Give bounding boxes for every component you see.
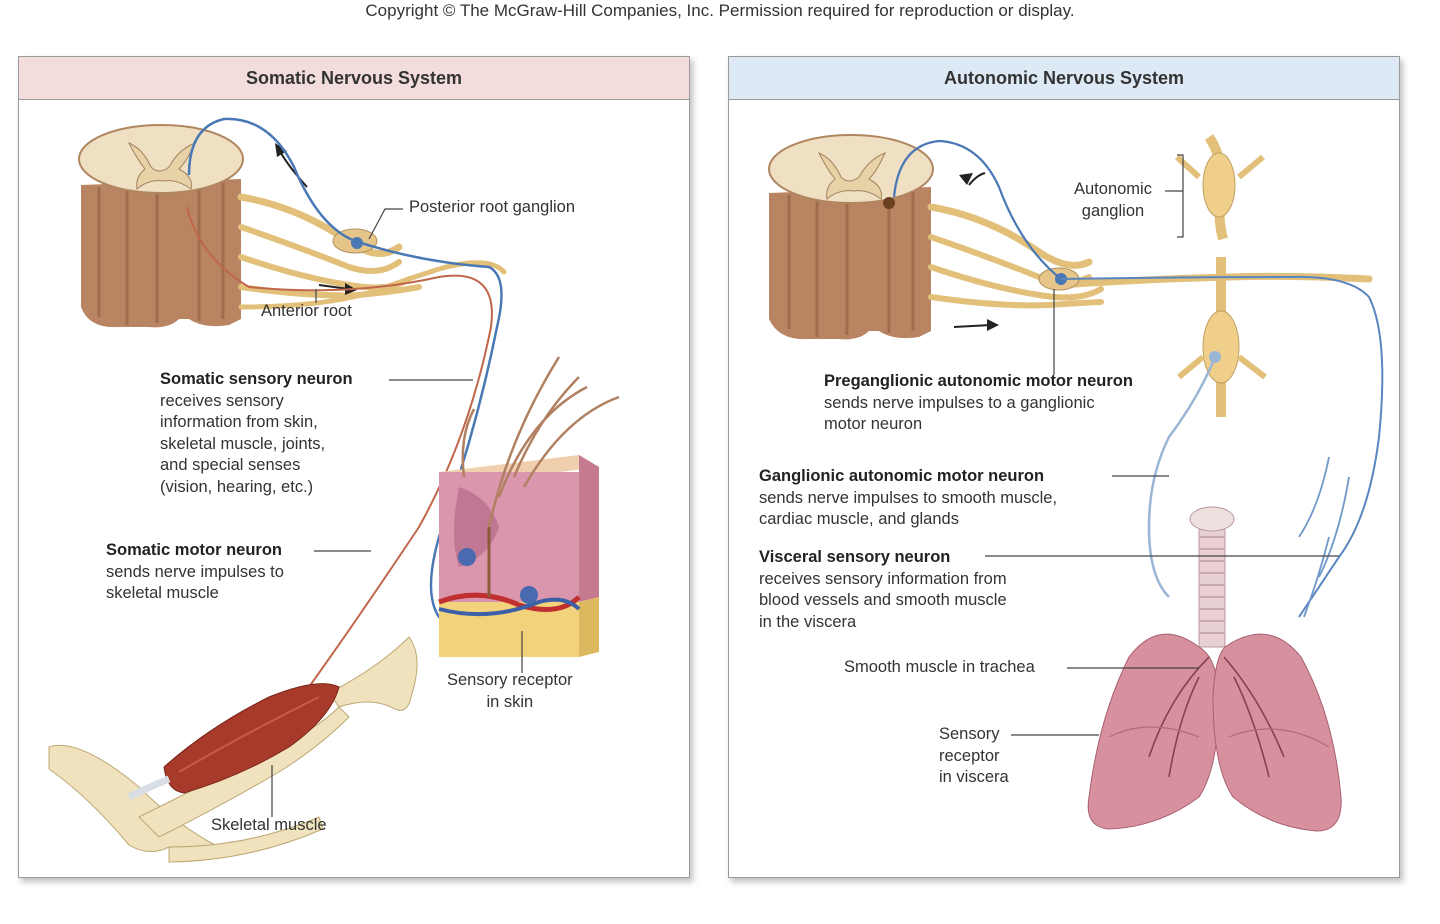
preganglionic-title: Preganglionic autonomic motor neuron — [824, 372, 1133, 390]
label-somatic-motor-neuron: Somatic motor neuron sends nerve impulse… — [106, 540, 284, 605]
somatic-motor-neuron-title: Somatic motor neuron — [106, 541, 283, 559]
label-preganglionic-neuron: Preganglionic autonomic motor neuron sen… — [824, 371, 1133, 436]
somatic-illustration — [48, 117, 620, 863]
somatic-sensory-desc-3: skeletal muscle, joints, — [160, 434, 326, 453]
hairs — [461, 356, 620, 528]
somatic-sensory-desc-4: and special senses — [160, 456, 301, 474]
label-sensory-receptor-viscera: Sensory receptor in viscera — [939, 724, 1009, 789]
leader-lines — [271, 208, 523, 817]
lungs — [1087, 633, 1342, 832]
label-ganglionic-neuron: Ganglionic autonomic motor neuron sends … — [759, 466, 1057, 531]
spinal-cord-segment — [78, 124, 244, 328]
ganglionic-desc-1: sends nerve impulses to smooth muscle, — [759, 488, 1058, 507]
somatic-sensory-fiber — [187, 117, 520, 632]
spinal-cord-segment — [768, 134, 934, 340]
somatic-motor-desc-1: sends nerve impulses to — [106, 562, 284, 581]
somatic-motor-desc-2: skeletal muscle — [106, 584, 219, 602]
visceral-title: Visceral sensory neuron — [759, 548, 951, 566]
autonomic-panel-title: Autonomic Nervous System — [729, 57, 1399, 100]
sensory-receptor-skin-line-1: Sensory receptor — [447, 671, 573, 689]
ganglionic-desc-2: cardiac muscle, and glands — [759, 510, 959, 528]
somatic-motor-fiber — [186, 206, 493, 748]
sensory-receptor-skin-line-2: in skin — [486, 692, 534, 711]
somatic-sensory-desc-5: (vision, hearing, etc.) — [160, 477, 314, 496]
leader-lines — [985, 154, 1339, 736]
skeletal-muscle — [163, 683, 340, 794]
label-sensory-receptor-skin: Sensory receptor in skin — [447, 670, 573, 713]
somatic-panel-title: Somatic Nervous System — [19, 57, 689, 100]
skin-block — [438, 455, 599, 657]
label-somatic-sensory-neuron: Somatic sensory neuron receives sensory … — [160, 369, 353, 498]
sensory-receptor-viscera-line-3: in viscera — [939, 768, 1009, 786]
visceral-desc-2: blood vessels and smooth muscle — [759, 591, 1007, 609]
trachea — [1189, 506, 1235, 648]
copyright-notice: Copyright © The McGraw-Hill Companies, I… — [365, 1, 1075, 20]
visceral-desc-1: receives sensory information from — [759, 569, 1007, 588]
visceral-desc-3: in the viscera — [759, 612, 857, 631]
sensory-receptor-viscera-line-2: receptor — [939, 746, 1000, 765]
ganglionic-title: Ganglionic autonomic motor neuron — [759, 467, 1045, 485]
sensory-receptor-viscera-line-1: Sensory — [939, 725, 1000, 743]
somatic-sensory-desc-2: information from skin, — [160, 413, 318, 431]
preganglionic-desc-1: sends nerve impulses to a ganglionic — [824, 393, 1095, 412]
label-posterior-root-ganglion: Posterior root ganglion — [409, 198, 576, 216]
visceral-sensory-fiber — [892, 139, 1062, 280]
label-skeletal-muscle: Skeletal muscle — [211, 816, 327, 834]
label-smooth-muscle-trachea: Smooth muscle in trachea — [844, 658, 1035, 676]
autonomic-ganglion-line-2: ganglion — [1081, 201, 1145, 220]
somatic-sensory-neuron-title: Somatic sensory neuron — [160, 370, 353, 388]
label-autonomic-ganglion: Autonomic ganglion — [1074, 179, 1152, 222]
autonomic-illustration — [768, 134, 1384, 832]
autonomic-ganglion-line-1: Autonomic — [1074, 180, 1152, 198]
label-anterior-root: Anterior root — [261, 302, 352, 320]
ganglionic-fiber — [1147, 356, 1217, 598]
preganglionic-desc-2: motor neuron — [824, 415, 923, 433]
somatic-sensory-desc-1: receives sensory — [160, 391, 284, 410]
autonomic-panel: Autonomic Nervous System — [728, 56, 1400, 878]
somatic-panel: Somatic Nervous System — [18, 56, 690, 878]
label-visceral-sensory-neuron: Visceral sensory neuron receives sensory… — [759, 547, 1007, 633]
